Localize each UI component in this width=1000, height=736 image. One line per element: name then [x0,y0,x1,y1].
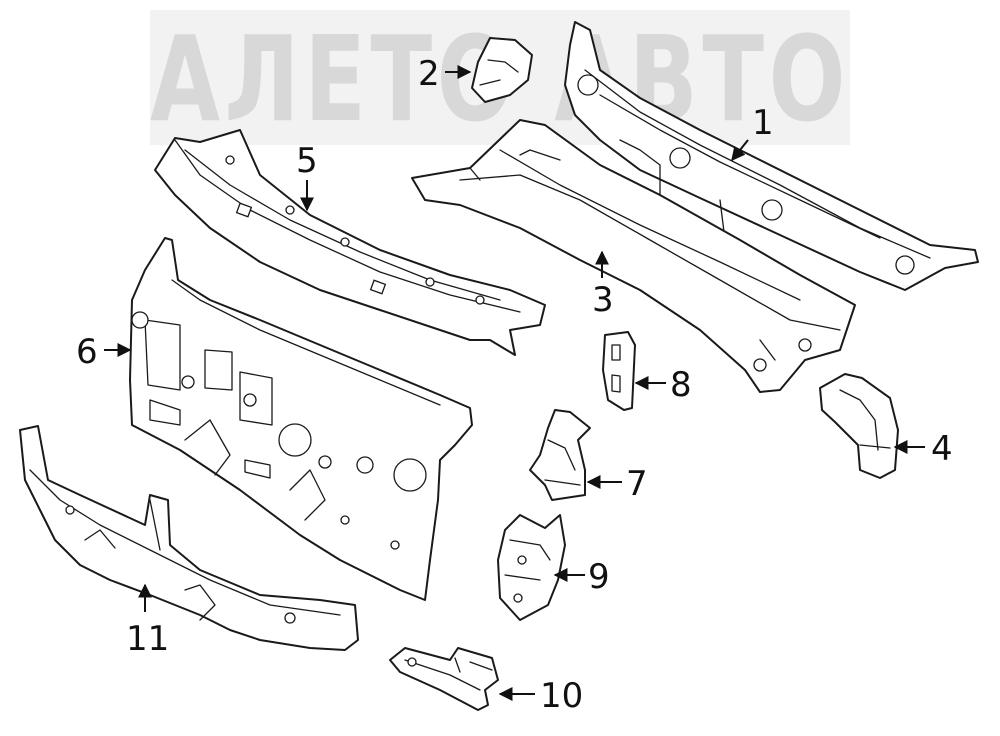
callout-11: 11 [126,619,169,659]
part-7-bracket [529,409,591,501]
part-5-cowl-reinforcement [154,129,546,356]
part-6-dash-panel [129,237,473,601]
part-8-bracket [602,331,636,411]
part-2-bracket [471,37,533,103]
callout-9: 9 [588,557,610,597]
callout-8: 8 [670,365,692,405]
callout-leaders [104,65,925,701]
part-9-gusset [497,514,566,621]
part-10-lower-bracket [389,647,499,711]
callout-2: 2 [418,54,440,94]
callout-1: 1 [752,103,774,143]
callout-5: 5 [296,141,318,181]
callout-6: 6 [76,332,98,372]
part-3-cowl-lower-panel [411,119,856,393]
part-11-cross-member [19,425,359,651]
part-4-side-bracket [819,373,899,479]
callout-7: 7 [626,464,648,504]
leader-1 [731,139,749,162]
callout-4: 4 [931,429,953,469]
callout-10: 10 [540,676,583,716]
callout-labels: 1 2 3 4 5 6 7 8 9 10 11 [76,54,953,716]
callout-3: 3 [592,280,614,320]
part-1-cowl-top-panel [564,21,979,291]
